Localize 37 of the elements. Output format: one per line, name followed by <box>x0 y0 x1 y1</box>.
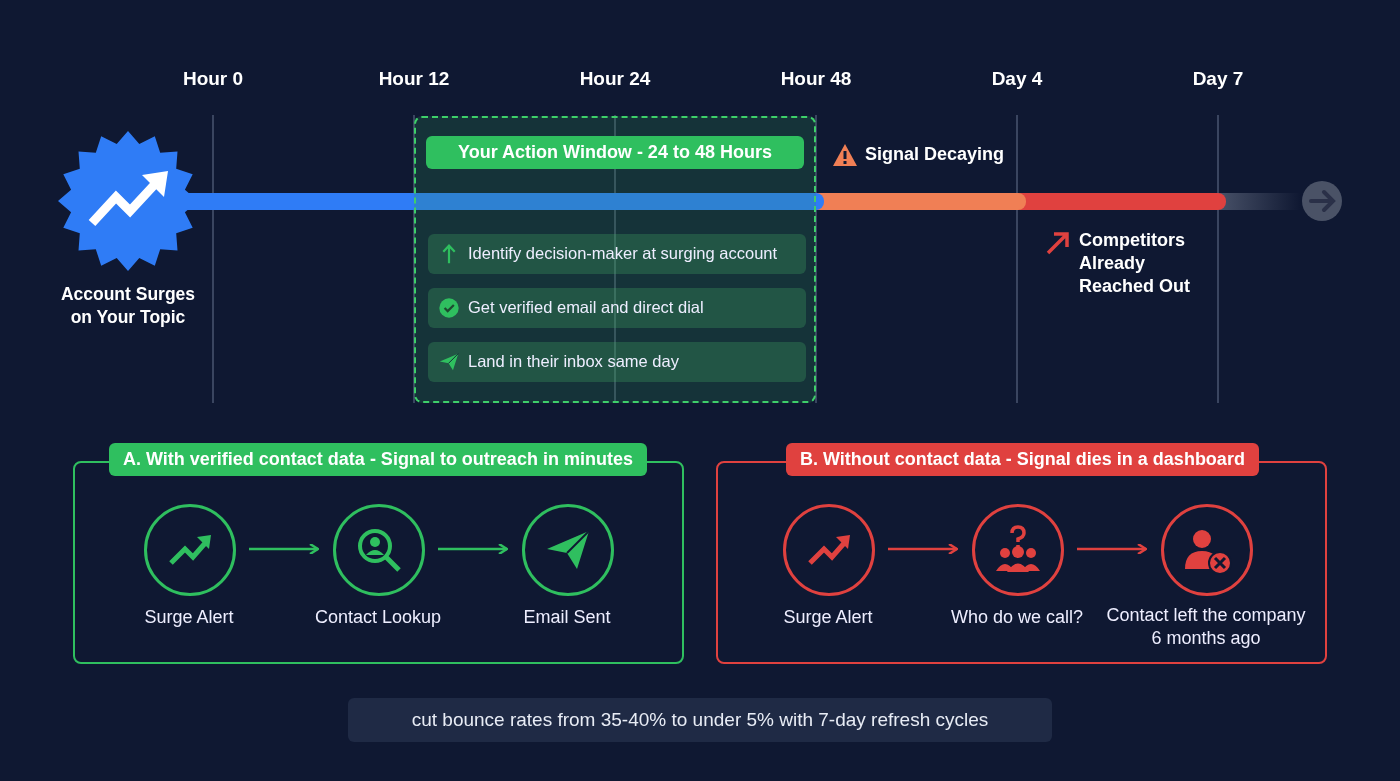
step-text: Land in their inbox same day <box>468 352 679 371</box>
annotation-text: Signal Decaying <box>865 144 1005 165</box>
step-caption: Surge Alert <box>143 607 235 628</box>
step-caption: Surge Alert <box>782 607 874 628</box>
scenario-panel <box>716 443 1327 664</box>
window-title: Your Action Window - 24 to 48 Hours <box>426 136 804 169</box>
tick-label: Day 4 <box>990 68 1044 90</box>
arrow <box>249 543 320 555</box>
tick-label: Hour 24 <box>578 68 652 90</box>
step-card <box>428 234 806 274</box>
step-caption: Contact Lookup <box>313 607 443 628</box>
scenario-panel <box>73 443 684 664</box>
start-caption: Account Surges on Your Topic <box>59 283 197 329</box>
step-text: Identify decision-maker at surging account <box>468 244 778 263</box>
tick-label: Hour 0 <box>181 68 245 90</box>
step-circle <box>1161 504 1253 596</box>
step-card <box>428 288 806 328</box>
step-card <box>428 342 806 382</box>
arrow <box>438 543 509 555</box>
step-circle <box>333 504 425 596</box>
panel-title: A. With verified contact data - Signal to outreach in minutes <box>109 443 647 476</box>
panel-title: B. Without contact data - Signal dies in a dashboard <box>786 443 1259 476</box>
note-banner: cut bounce rates from 35-40% to under 5% with 7-day refresh cycles <box>348 698 1052 742</box>
step-caption: Contact left the company 6 months ago <box>1105 604 1307 650</box>
tick-label: Day 7 <box>1191 68 1245 90</box>
tick-label: Hour 48 <box>779 68 853 90</box>
arrow <box>888 543 959 555</box>
step-circle <box>522 504 614 596</box>
step-circle <box>972 504 1064 596</box>
annotation-text: Competitors Already Reached Out <box>1079 229 1192 298</box>
step-circle <box>783 504 875 596</box>
action-window <box>414 116 816 403</box>
arrow <box>1077 543 1148 555</box>
step-text: Get verified email and direct dial <box>468 298 704 317</box>
step-circle <box>144 504 236 596</box>
step-caption: Email Sent <box>522 607 612 628</box>
tick-label: Hour 12 <box>377 68 451 90</box>
